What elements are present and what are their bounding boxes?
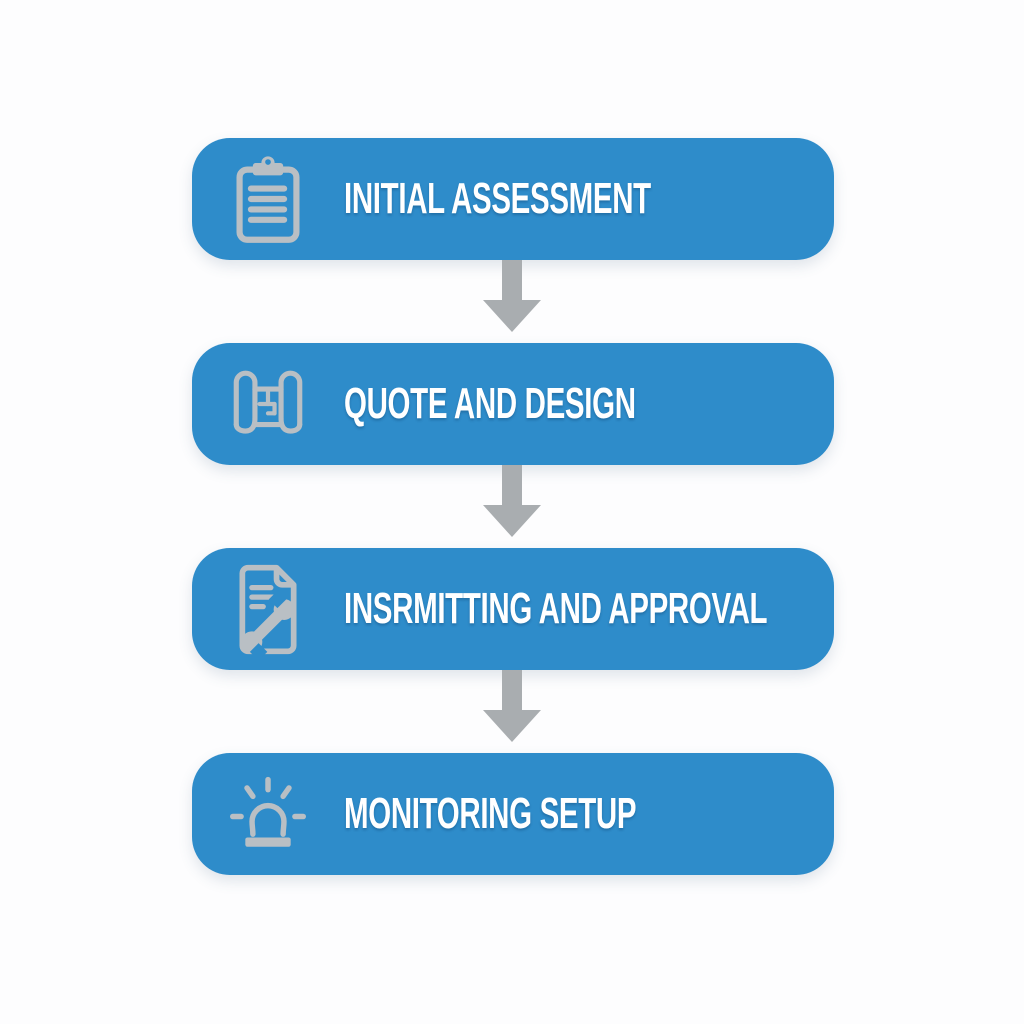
document-wrench-icon	[226, 548, 310, 670]
siren-light-icon	[226, 753, 310, 875]
step-label: INSRMITTING AND APPROVAL	[344, 584, 768, 633]
step-label: QUOTE AND DESIGN	[344, 379, 636, 428]
step-label: MONITORING SETUP	[344, 789, 637, 838]
step-insrmitting-and-approval: INSRMITTING AND APPROVAL	[192, 548, 834, 670]
step-quote-and-design: QUOTE AND DESIGN	[192, 343, 834, 465]
blueprint-icon	[226, 343, 310, 465]
step-initial-assessment: INITIAL ASSESSMENT	[192, 138, 834, 260]
step-monitoring-setup: MONITORING SETUP	[192, 753, 834, 875]
step-label: INITIAL ASSESSMENT	[344, 174, 651, 223]
clipboard-icon	[226, 138, 310, 260]
down-arrow-icon	[483, 670, 541, 742]
down-arrow-icon	[483, 465, 541, 537]
down-arrow-icon	[483, 260, 541, 332]
